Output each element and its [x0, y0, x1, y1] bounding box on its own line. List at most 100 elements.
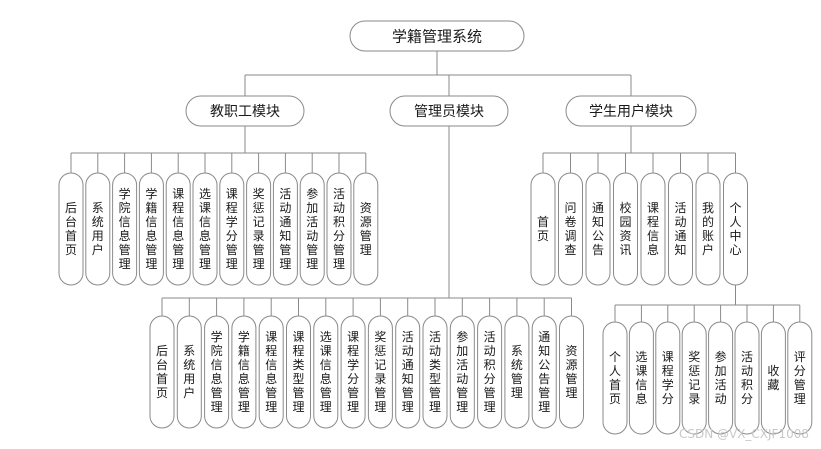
module-1-child-4-char: 息	[265, 371, 277, 386]
module-1-child-4-char: 管	[265, 385, 277, 400]
module-0-child-10-char: 活	[333, 187, 345, 201]
module-0-child-3-char: 管	[145, 242, 157, 257]
personal-center-child-3-char: 惩	[688, 364, 700, 378]
module-1-child-15	[559, 315, 584, 429]
module-0-child-11-char: 源	[360, 215, 372, 229]
module-1-child-11-char: 活	[456, 358, 468, 372]
module-1-child-5-char: 管	[292, 385, 304, 400]
module-1-child-3-char: 信	[238, 358, 250, 372]
module-1-child-1-char: 用	[183, 372, 195, 386]
module-0-child-11-char: 管	[360, 228, 372, 243]
module-1-child-4-char: 程	[265, 343, 277, 358]
module-0-child-1-char: 户	[92, 242, 104, 257]
module-1-child-5-char: 类	[292, 358, 304, 372]
module-0-child-4-char: 理	[172, 257, 184, 271]
personal-center-child-7	[787, 321, 813, 435]
module-0-child-5-char: 管	[199, 242, 211, 257]
module-0-child-3-char: 息	[145, 228, 157, 243]
module-1-child-3-char: 学	[238, 329, 250, 344]
module-1-child-3-char: 籍	[238, 343, 250, 358]
module-1-child-9-char: 通	[402, 358, 414, 372]
module-1-child-9	[395, 315, 421, 429]
module-1-child-6-char: 课	[320, 344, 332, 358]
personal-center-child-7-char: 分	[794, 364, 806, 378]
module-2-child-7-char: 中	[729, 228, 741, 243]
module-1-child-12-char: 管	[484, 385, 496, 400]
module-1-child-13-char: 理	[511, 386, 523, 400]
module-0-child-8-char: 理	[279, 257, 291, 271]
module-1-child-0-char: 首	[156, 372, 168, 386]
personal-center-child-5-char: 分	[741, 392, 753, 406]
module-node-0-label: 教职工模块	[210, 104, 280, 120]
module-0-child-9-char: 动	[306, 229, 318, 243]
module-1-child-4-char: 信	[265, 358, 277, 372]
personal-center-child-5-char: 积	[741, 378, 753, 392]
module-1-child-10-char: 类	[429, 358, 441, 372]
module-1-child-8-char: 理	[374, 400, 386, 414]
module-1-child-8-char: 奖	[374, 330, 386, 344]
module-0-child-2-char: 信	[119, 215, 131, 229]
module-1-child-0-char: 后	[156, 344, 168, 358]
module-1-child-2-char: 学	[211, 329, 223, 344]
module-0-child-10-char: 分	[333, 229, 345, 243]
module-1-child-14-char: 管	[538, 385, 550, 400]
personal-center-child-6	[760, 321, 786, 435]
module-2-child-4-char: 课	[647, 201, 659, 215]
module-1-child-9-char: 动	[402, 344, 414, 358]
module-1-child-7-char: 程	[347, 343, 359, 358]
module-1-child-10-char: 活	[429, 330, 441, 344]
module-0-child-1-char: 系	[92, 201, 104, 215]
module-2-child-6-char: 户	[702, 242, 714, 257]
module-1-child-13-char: 统	[511, 358, 523, 372]
module-1-child-12-char: 活	[484, 330, 496, 344]
watermark: CSDN @VX_CXJF1008	[678, 427, 809, 441]
module-1-child-3-char: 理	[238, 400, 250, 414]
module-2-child-2-char: 公	[592, 229, 604, 243]
module-0-child-8	[272, 172, 298, 286]
module-2-child-2	[585, 172, 611, 286]
module-1-child-8-char: 管	[374, 385, 386, 400]
module-1-child-15-char: 源	[565, 358, 577, 372]
module-2-child-5-char: 通	[674, 229, 686, 243]
module-0-child-0-char: 台	[65, 214, 77, 229]
personal-center-child-1-char: 信	[635, 378, 647, 392]
module-1-child-2	[204, 315, 230, 429]
personal-center-child-2-char: 课	[662, 350, 674, 364]
module-0-child-3-char: 籍	[145, 200, 157, 215]
module-1-child-9-char: 理	[402, 400, 414, 414]
module-0-child-8-char: 管	[279, 242, 291, 257]
personal-center-child-3-char: 录	[688, 392, 700, 406]
module-2-child-3-char: 校	[619, 200, 631, 215]
personal-center-child-2	[655, 321, 681, 435]
personal-center-child-0-char: 首	[609, 378, 621, 392]
module-1-child-4	[258, 315, 284, 429]
module-1-child-14-char: 知	[538, 344, 550, 358]
module-0-child-9-char: 管	[306, 242, 318, 257]
module-1-child-14-char: 理	[538, 400, 550, 414]
module-2-child-3-char: 园	[619, 215, 631, 229]
module-2-child-3-char: 资	[619, 229, 631, 243]
module-2-child-6-char: 账	[702, 229, 714, 243]
module-0-child-10	[326, 172, 352, 286]
module-0-child-1-char: 用	[92, 229, 104, 243]
module-2-child-0	[530, 172, 556, 286]
module-2-child-0-char: 首	[537, 215, 549, 229]
module-1-child-10-char: 动	[429, 344, 441, 358]
personal-center-child-1-char: 选	[635, 350, 647, 364]
module-2-child-7-char: 个	[729, 201, 741, 215]
module-2-child-2-char: 通	[592, 201, 604, 215]
module-1-child-0-char: 页	[156, 386, 168, 400]
module-1-child-14-char: 告	[538, 372, 550, 386]
module-0-child-6-char: 课	[226, 187, 238, 201]
module-1-child-12-char: 理	[484, 400, 496, 414]
personal-center-child-7-char: 评	[794, 350, 806, 364]
module-0-child-0-char: 首	[65, 229, 77, 243]
module-1-child-14-char: 公	[538, 358, 550, 372]
module-0-child-7-char: 奖	[253, 187, 265, 201]
module-0-child-5-char: 息	[199, 228, 211, 243]
personal-center-child-0-char: 个	[609, 350, 621, 364]
module-0-child-3-char: 学	[145, 186, 157, 201]
personal-center-child-4	[708, 321, 734, 435]
module-2-child-1-char: 卷	[564, 214, 576, 229]
